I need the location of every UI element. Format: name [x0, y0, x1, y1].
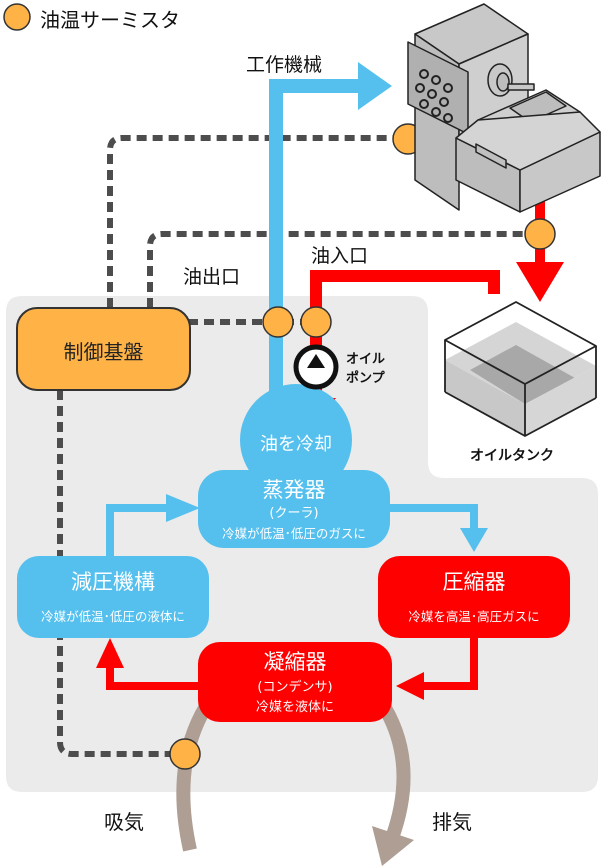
oil-pump-label-2: ポンプ: [346, 371, 385, 386]
compressor-desc: 冷媒を高温･高圧ガスに: [408, 609, 540, 624]
thermistor-tank: [524, 218, 556, 250]
machine-tool-icon: [407, 3, 601, 213]
evaporator-top-text: 油を冷却: [260, 434, 332, 455]
expansion-box: [17, 556, 209, 638]
thermistor-legend-icon: [3, 3, 31, 31]
expansion-desc: 冷媒が低温･低圧の液体に: [41, 609, 185, 624]
arrow-to-expansion: [96, 638, 124, 668]
exhaust-air-arc: [374, 696, 411, 841]
compressor-box: [378, 556, 570, 638]
thermistor-outlet: [262, 306, 294, 338]
oil-tank-label: オイルタンク: [470, 448, 554, 464]
oil-pump-icon: [293, 344, 339, 390]
oil-inlet-label: 油入口: [311, 245, 369, 267]
control-board-title: 制御基盤: [63, 340, 144, 364]
exhaust-label: 排気: [432, 810, 472, 834]
return-oil-arrowhead: [516, 262, 564, 302]
evaporator-desc: 冷媒が低温･低圧のガスに: [222, 526, 366, 541]
thermistor-intake: [169, 738, 201, 770]
evaporator-shape: [198, 384, 390, 548]
signal-lines: [57, 135, 540, 757]
cold-oil-arrowhead: [358, 62, 392, 110]
condenser-desc: 冷媒を液体に: [255, 700, 334, 715]
signal-line-machine: [107, 135, 408, 308]
condenser-subtitle: (コンデンサ): [257, 680, 333, 695]
expansion-title: 減圧機構: [71, 570, 155, 594]
arrow-to-condenser: [396, 672, 424, 700]
legend-label: 油温サーミスタ: [40, 8, 180, 32]
evaporator-title: 蒸発器: [262, 478, 326, 502]
hot-oil-line: [310, 270, 500, 400]
oil-tank-icon: [444, 301, 597, 437]
compressor-title: 圧縮器: [442, 570, 506, 594]
oil-outlet-label: 油出口: [183, 266, 241, 288]
condenser-box: [198, 642, 392, 722]
arrow-to-compressor: [460, 528, 488, 552]
control-board-box: [16, 307, 191, 391]
signal-line-tank: [147, 231, 540, 308]
signal-line-exhaust: [57, 390, 186, 757]
evaporator-subtitle: (クーラ): [269, 506, 319, 521]
intake-label: 吸気: [104, 810, 144, 834]
exhaust-arrowhead: [372, 826, 414, 866]
cold-oil-line: [269, 79, 364, 400]
arrow-to-evaporator: [166, 494, 200, 522]
machine-tool-label: 工作機械: [246, 54, 323, 76]
thermistor-inlet: [300, 306, 332, 338]
condenser-title: 凝縮器: [263, 650, 327, 674]
oil-pump-label-1: オイル: [346, 352, 386, 367]
